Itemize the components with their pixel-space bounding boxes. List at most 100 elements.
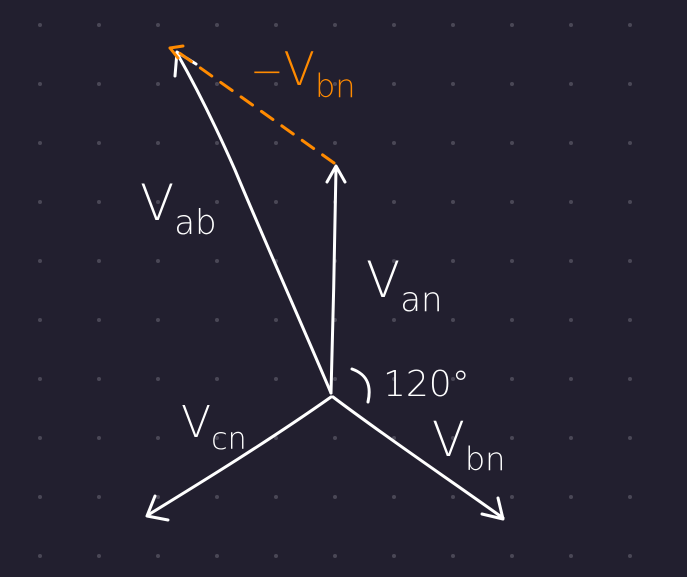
grid-dot [97, 259, 101, 263]
grid-dot [38, 495, 42, 499]
grid-dot [333, 377, 337, 381]
v-ab-main: V [140, 174, 174, 232]
grid-dot [451, 200, 455, 204]
grid-dot [510, 23, 514, 27]
grid-dot [97, 23, 101, 27]
grid-dot [628, 200, 632, 204]
grid-dot [156, 82, 160, 86]
grid-dot [97, 82, 101, 86]
grid-dot [392, 200, 396, 204]
v-ab-shaft [176, 53, 333, 395]
grid-dot [333, 554, 337, 558]
grid-dot [569, 200, 573, 204]
v-an-arrowhead [325, 164, 347, 184]
grid-dot [38, 554, 42, 558]
grid-dot [392, 82, 396, 86]
grid-dot [510, 495, 514, 499]
grid-dot [156, 200, 160, 204]
grid-dot [97, 554, 101, 558]
v-an-phasor [325, 164, 347, 395]
grid-dot [156, 377, 160, 381]
grid-dot [333, 495, 337, 499]
grid-dot [510, 377, 514, 381]
grid-dot [215, 436, 219, 440]
grid-dot [333, 141, 337, 145]
grid-dot [156, 23, 160, 27]
grid-dot [510, 554, 514, 558]
v-an-subscript: an [400, 280, 442, 320]
grid-dot [569, 259, 573, 263]
v-ab-subscript: ab [174, 203, 216, 243]
grid-dot [215, 495, 219, 499]
grid-dot [38, 23, 42, 27]
grid-dot [451, 259, 455, 263]
v-bn-phasor [331, 395, 505, 521]
grid-dot [156, 495, 160, 499]
grid-dot [274, 23, 278, 27]
grid-dot [628, 259, 632, 263]
v-bn-arrowhead [480, 496, 505, 521]
grid-dot [510, 200, 514, 204]
grid-dot [510, 436, 514, 440]
grid-dot [215, 82, 219, 86]
grid-dot [274, 495, 278, 499]
v-bn-subscript: bn [465, 440, 506, 478]
grid-dot [451, 23, 455, 27]
grid-dot [97, 200, 101, 204]
grid-dot [451, 82, 455, 86]
grid-dot [569, 82, 573, 86]
grid-dot [510, 259, 514, 263]
neg-v-bn-prefix: − [250, 49, 284, 95]
grid-dot [97, 141, 101, 145]
neg-v-bn-main: V [284, 42, 315, 96]
grid-dot [628, 436, 632, 440]
grid-dot [274, 82, 278, 86]
v-an-shaft [329, 166, 338, 395]
grid-dot [274, 554, 278, 558]
grid-dot [392, 23, 396, 27]
grid-dot [628, 318, 632, 322]
grid-dot [628, 554, 632, 558]
grid-dot [97, 436, 101, 440]
angle-arc [350, 367, 371, 404]
grid-dot [97, 318, 101, 322]
v-bn-shaft [331, 395, 505, 520]
grid-dot [274, 141, 278, 145]
grid-dot [628, 23, 632, 27]
grid-dot [451, 141, 455, 145]
grid-dot [215, 377, 219, 381]
grid-dot [569, 141, 573, 145]
grid-dot [274, 318, 278, 322]
grid-dot [215, 259, 219, 263]
grid-dot [215, 554, 219, 558]
grid-dot [38, 436, 42, 440]
grid-dot [451, 318, 455, 322]
grid-dot [156, 259, 160, 263]
grid-dot [392, 318, 396, 322]
neg-v-bn-arrowhead [168, 44, 185, 60]
grid-dot [451, 495, 455, 499]
grid-dot [156, 141, 160, 145]
v-cn-label: Vcn [181, 397, 247, 457]
grid-dot [628, 82, 632, 86]
v-an-main: V [366, 251, 400, 309]
grid-dot [628, 141, 632, 145]
grid-dot [510, 318, 514, 322]
grid-dot [392, 377, 396, 381]
grid-dot [392, 259, 396, 263]
grid-dot [451, 554, 455, 558]
grid-dot [274, 436, 278, 440]
v-cn-main: V [181, 397, 211, 448]
grid-dot [333, 436, 337, 440]
grid-dot [451, 377, 455, 381]
grid-dot [628, 495, 632, 499]
grid-dot [451, 436, 455, 440]
v-cn-phasor [145, 395, 333, 522]
grid-dot [156, 318, 160, 322]
v-bn-label: Vbn [432, 412, 505, 478]
grid-dot [38, 318, 42, 322]
grid-dot [38, 259, 42, 263]
grid-dot [569, 318, 573, 322]
